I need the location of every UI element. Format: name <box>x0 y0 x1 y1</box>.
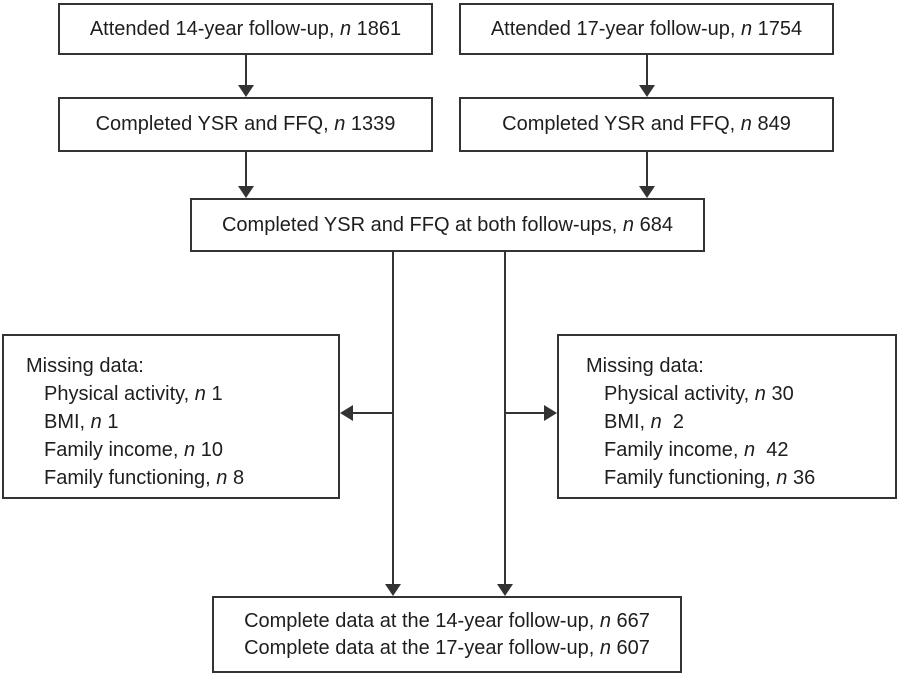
arrowhead-down-final-left <box>385 584 401 596</box>
arrowhead-down-attended17 <box>639 85 655 97</box>
missing14-item-family-functioning: Family functioning, n 8 <box>44 467 245 489</box>
missing17-item-physical-activity: Physical activity, n 30 <box>604 383 794 405</box>
connector-attended14-to-completed14 <box>245 55 247 87</box>
missing14-item-physical-activity: Physical activity, n 1 <box>44 383 223 405</box>
missing17-item-family-functioning: Family functioning, n 36 <box>604 467 816 489</box>
arrowhead-down-completed17 <box>639 186 655 198</box>
arrowhead-down-completed14 <box>238 186 254 198</box>
box-attended-14-year: Attended 14-year follow-up, n 1861 <box>58 3 433 55</box>
missing17-item-bmi: BMI, n 2 <box>604 411 685 433</box>
missing14-item-bmi: BMI, n 1 <box>44 411 119 433</box>
box-completed-14-label: Completed YSR and FFQ, n 1339 <box>95 113 396 135</box>
box-missing-data-17: Missing data: Physical activity, n 30 BM… <box>557 334 897 499</box>
connector-attended17-to-completed17 <box>646 55 648 87</box>
final-line-17: Complete data at the 17-year follow-up, … <box>244 636 650 659</box>
box-complete-data-final: Complete data at the 14-year follow-up, … <box>212 596 682 673</box>
missing14-title: Missing data: <box>26 355 144 377</box>
missing17-item-family-income: Family income, n 42 <box>604 439 789 461</box>
connector-completed14-to-both <box>245 152 247 187</box>
missing14-item-family-income: Family income, n 10 <box>44 439 223 461</box>
box-completed-both-followups: Completed YSR and FFQ at both follow-ups… <box>190 198 705 252</box>
arrowhead-down-final-right <box>497 584 513 596</box>
arrowhead-left-missing14 <box>340 405 353 421</box>
connector-completed17-to-both <box>646 152 648 187</box>
connector-both-to-final-right <box>504 252 506 585</box>
box-completed-ysr-ffq-14: Completed YSR and FFQ, n 1339 <box>58 97 433 152</box>
box-completed-ysr-ffq-17: Completed YSR and FFQ, n 849 <box>459 97 834 152</box>
box-both-label: Completed YSR and FFQ at both follow-ups… <box>221 213 673 236</box>
final-line-14: Complete data at the 14-year follow-up, … <box>244 609 650 632</box>
box-attended-17-year: Attended 17-year follow-up, n 1754 <box>459 3 834 55</box>
box-attended-17-year-label: Attended 17-year follow-up, n 1754 <box>490 17 803 40</box>
connector-both-to-final-left <box>392 252 394 585</box>
arrowhead-right-missing17 <box>544 405 557 421</box>
missing17-title: Missing data: <box>586 355 704 377</box>
final-box-lines: Complete data at the 14-year follow-up, … <box>244 608 650 662</box>
box-attended-14-year-label: Attended 14-year follow-up, n 1861 <box>89 17 402 40</box>
connector-to-missing17 <box>506 412 546 414</box>
box-missing-data-14: Missing data: Physical activity, n 1 BMI… <box>2 334 340 499</box>
arrowhead-down-attended14 <box>238 85 254 97</box>
box-completed-17-label: Completed YSR and FFQ, n 849 <box>502 113 791 135</box>
connector-to-missing14 <box>352 412 393 414</box>
